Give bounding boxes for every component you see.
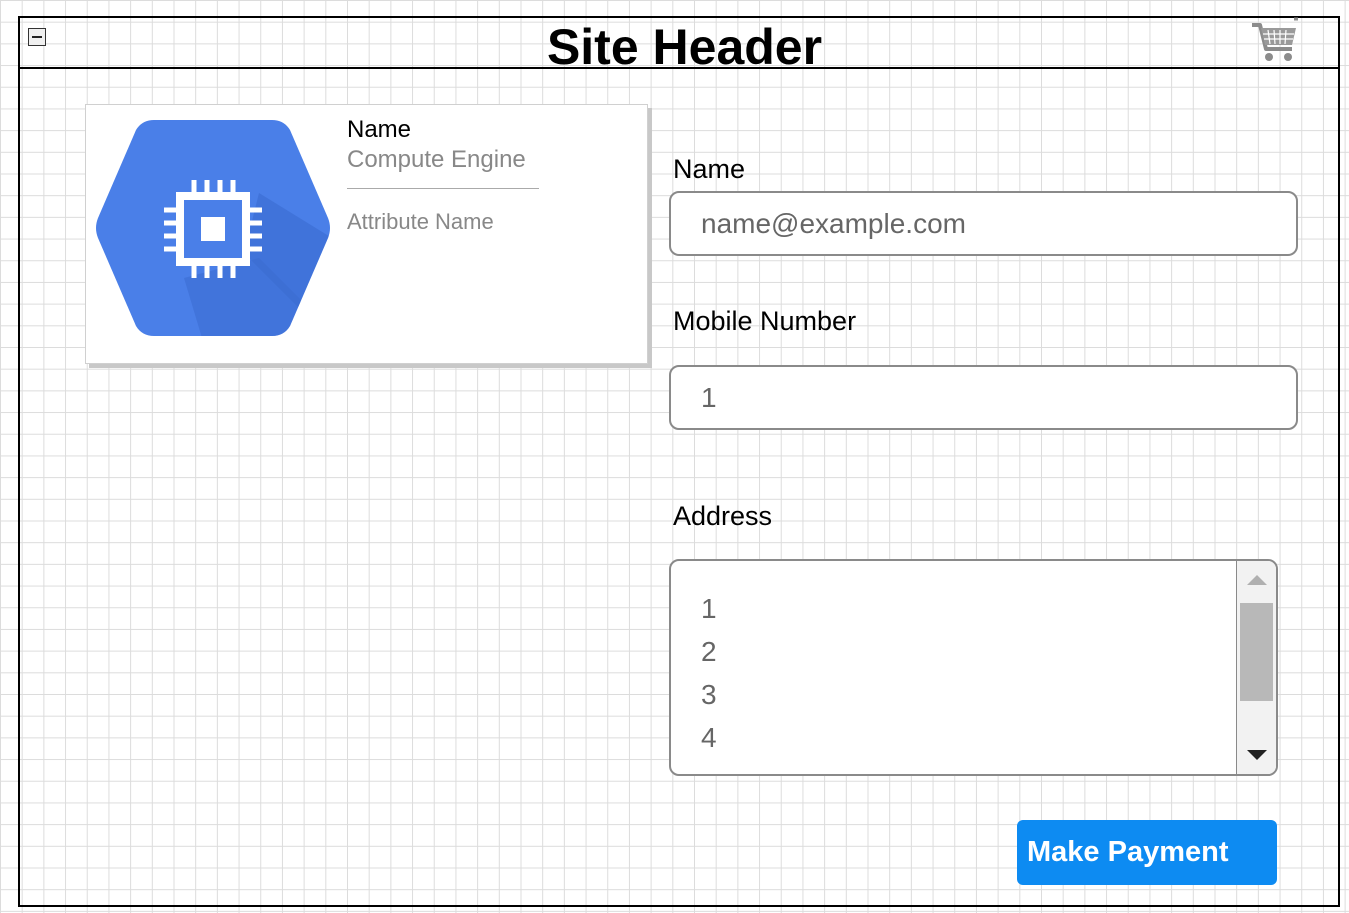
- scroll-thumb[interactable]: [1240, 603, 1273, 701]
- mobile-number-label: Mobile Number: [673, 306, 857, 336]
- address-line: 2: [701, 636, 717, 667]
- page-frame: [18, 16, 1340, 907]
- address-scrollbar[interactable]: [1236, 561, 1276, 774]
- site-header: [18, 16, 1340, 69]
- address-label: Address: [673, 501, 773, 531]
- make-payment-button[interactable]: Make Payment: [1017, 820, 1277, 885]
- scroll-down-arrow-icon[interactable]: [1247, 750, 1267, 760]
- address-line: 4: [701, 722, 717, 753]
- shopping-cart-icon[interactable]: [1250, 17, 1300, 63]
- card-name: Name: [347, 116, 412, 143]
- address-line: 1: [701, 593, 717, 624]
- address-line: 3: [701, 679, 717, 710]
- card-divider: [347, 188, 539, 189]
- address-textarea[interactable]: 1 2 3 4: [669, 559, 1278, 776]
- name-input[interactable]: [669, 191, 1298, 256]
- compute-engine-chip-icon: [96, 120, 330, 336]
- card-attribute-name: Attribute Name: [347, 209, 494, 234]
- address-lines: 1 2 3 4: [701, 587, 717, 759]
- minus-square-icon[interactable]: [28, 28, 46, 46]
- card-service-name: Compute Engine: [347, 146, 526, 173]
- mobile-number-input[interactable]: [669, 365, 1298, 430]
- name-label: Name: [673, 154, 746, 184]
- scroll-up-arrow-icon[interactable]: [1247, 575, 1267, 585]
- site-title: Site Header: [546, 19, 823, 75]
